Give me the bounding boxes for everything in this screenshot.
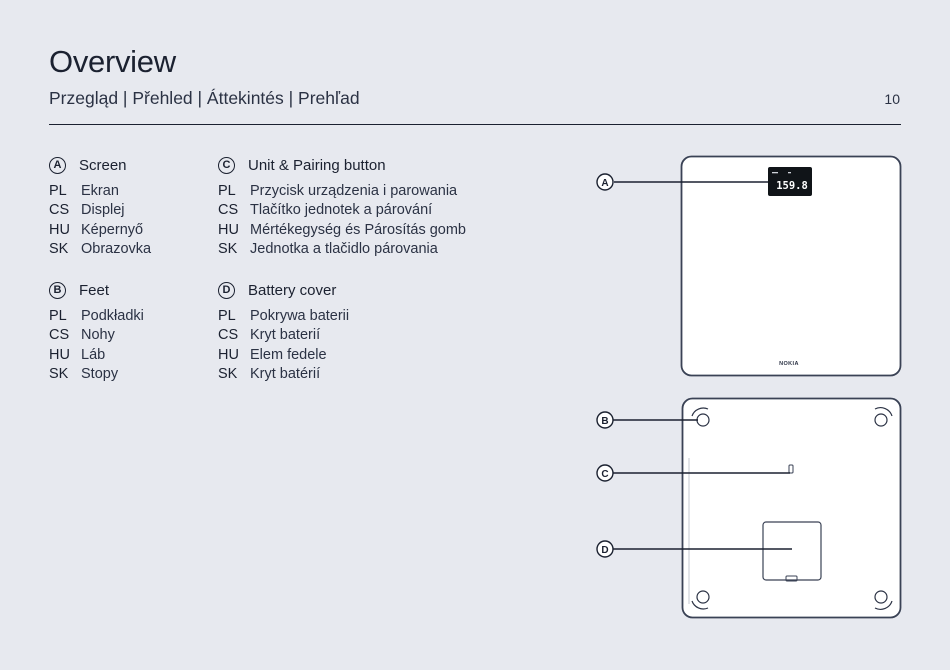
battery-cover-latch	[785, 575, 798, 582]
callout-circle-b	[596, 411, 614, 429]
callout-badge-a: A	[49, 156, 66, 174]
display-indicator	[772, 172, 778, 174]
callout-badge-c: C	[218, 156, 235, 174]
display-reading: 159.8	[776, 180, 808, 192]
scale-top-view	[680, 155, 902, 377]
callout-label-d: D	[601, 545, 608, 556]
header-rule	[49, 124, 901, 125]
section-title: Battery cover	[248, 281, 337, 299]
section-title: Screen	[79, 156, 127, 174]
callout-label-c: C	[601, 469, 608, 480]
display-indicator	[788, 172, 791, 174]
unit-pairing-button	[788, 464, 794, 474]
page-title: Overview	[49, 44, 176, 79]
callout-circle-d	[596, 540, 614, 558]
callout-label-b: B	[601, 416, 608, 427]
callout-badge-b: B	[49, 281, 66, 299]
scale-display	[768, 167, 812, 196]
page-subtitle: Przegląd | Přehled | Áttekintés | Prehľa…	[49, 88, 360, 108]
foot-bottom-left	[691, 590, 710, 610]
foot-bottom-right	[874, 590, 893, 610]
callout-circle-c	[596, 464, 614, 482]
battery-cover	[762, 521, 822, 581]
section-title: Feet	[79, 281, 110, 299]
scale-bottom-view	[681, 397, 902, 619]
callout-circle-a	[596, 173, 614, 191]
foot-top-right	[874, 407, 893, 427]
callout-label-a: A	[601, 178, 608, 189]
callout-badge-d: D	[218, 281, 235, 299]
page-number: 10	[884, 91, 900, 107]
section-title: Unit & Pairing button	[248, 156, 386, 174]
brand-logo-text: NOKIA	[779, 361, 799, 367]
